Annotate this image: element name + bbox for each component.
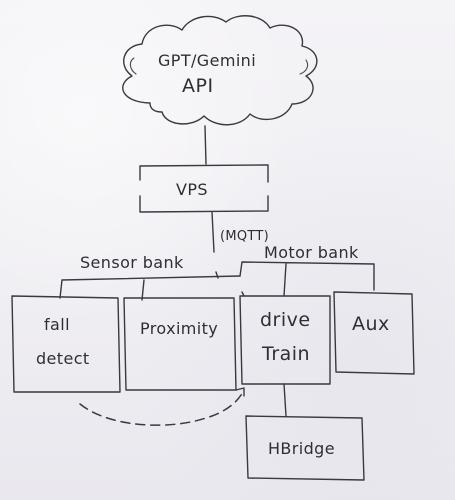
motor-bank-label: Motor bank <box>264 243 359 262</box>
cloud-label-line1: GPT/Gemini <box>158 51 256 70</box>
hbridge-label: HBridge <box>268 439 335 458</box>
fall-to-drive-dashed-curve <box>79 389 245 426</box>
vps-box <box>139 164 269 213</box>
vps-label: VPS <box>176 180 208 199</box>
fall-detect-node: fall detect <box>11 295 121 393</box>
vps-to-bus-line <box>211 211 215 253</box>
drive-train-to-hbridge-line <box>283 383 287 417</box>
motor-bank-bus <box>215 261 375 297</box>
cloud-label-line2: API <box>182 75 214 97</box>
proximity-node: Proximity <box>123 297 237 391</box>
drive-train-label-line2: Train <box>261 343 310 365</box>
fall-detect-box <box>11 295 121 393</box>
vps-node: VPS <box>139 164 269 213</box>
cloud-outline <box>122 15 318 126</box>
drive-train-node: drive Train <box>239 291 331 385</box>
sensor-bank-label: Sensor bank <box>80 253 184 272</box>
cloud-inner-scribble <box>129 57 309 75</box>
aux-box <box>333 291 415 375</box>
cloud-node: GPT/Gemini API <box>122 15 318 126</box>
fall-to-drive-link <box>79 387 245 426</box>
dashed-arrowhead <box>235 387 245 397</box>
aux-node: Aux <box>333 291 415 375</box>
proximity-box <box>123 297 237 391</box>
proximity-label: Proximity <box>140 319 218 338</box>
sensor-bank-bus <box>59 275 241 301</box>
protocol-label: (MQTT) <box>220 229 269 244</box>
hbridge-box <box>245 415 365 481</box>
hbridge-node: HBridge <box>245 415 365 481</box>
fall-detect-label-line2: detect <box>36 349 90 368</box>
drive-train-label-line1: drive <box>260 309 311 331</box>
cloud-to-vps-line <box>204 125 207 165</box>
aux-label: Aux <box>352 313 390 335</box>
fall-detect-label-line1: fall <box>44 315 70 334</box>
drive-train-box <box>239 291 331 385</box>
